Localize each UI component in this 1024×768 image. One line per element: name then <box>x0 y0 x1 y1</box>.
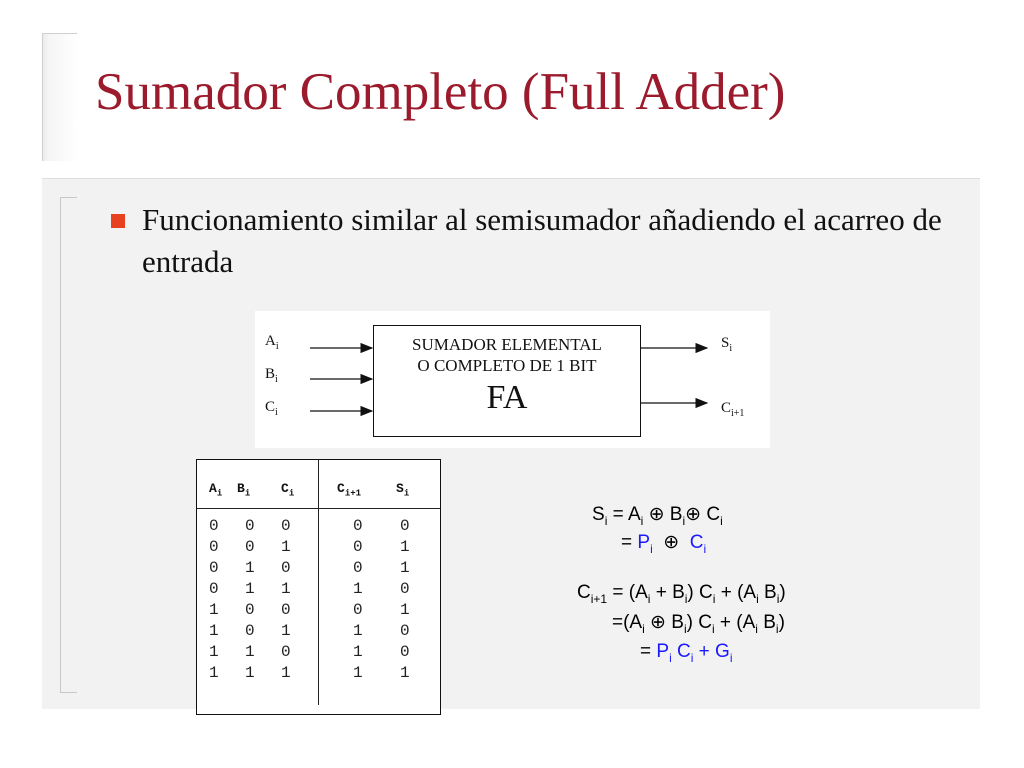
output-label-s: Si <box>721 335 733 354</box>
carry-equation-line-3: = Pi Ci + Gi <box>640 641 733 665</box>
table-cell: 0 <box>245 622 255 640</box>
table-cell: 0 <box>353 538 363 556</box>
table-cell: 1 <box>281 622 291 640</box>
box-title-line-2: O COMPLETO DE 1 BIT <box>417 356 597 375</box>
full-adder-diagram: Ai Bi Ci SUMADOR ELEMENTAL O COMPLETO DE… <box>255 311 770 448</box>
bullet-square-icon <box>111 214 125 228</box>
table-row: 1 0 1 1 0 <box>197 622 440 642</box>
table-cell: 1 <box>353 622 363 640</box>
table-cell: 0 <box>400 643 410 661</box>
bullet-text: Funcionamiento similar al semisumador añ… <box>142 202 942 279</box>
table-cell: 0 <box>209 538 219 556</box>
table-cell: 1 <box>353 643 363 661</box>
table-cell: 0 <box>281 643 291 661</box>
header-a: Ai <box>209 481 223 499</box>
table-cell: 1 <box>353 664 363 682</box>
header-c: Ci <box>281 481 295 499</box>
diagram-arrows <box>310 342 709 417</box>
table-divider-vertical <box>318 460 319 705</box>
table-cell: 0 <box>209 580 219 598</box>
carry-equation-line-1: Ci+1 = (Ai + Bi) Ci + (Ai Bi) <box>577 582 786 606</box>
table-cell: 1 <box>245 664 255 682</box>
table-cell: 1 <box>400 559 410 577</box>
table-cell: 0 <box>281 559 291 577</box>
table-cell: 1 <box>281 538 291 556</box>
table-cell: 1 <box>245 643 255 661</box>
full-adder-box: SUMADOR ELEMENTAL O COMPLETO DE 1 BIT FA <box>373 325 641 437</box>
table-cell: 0 <box>400 517 410 535</box>
table-cell: 1 <box>400 664 410 682</box>
table-cell: 0 <box>353 601 363 619</box>
header-sum: Si <box>396 481 410 499</box>
title-decoration <box>42 33 77 161</box>
table-row: 0 0 1 0 1 <box>197 538 440 558</box>
table-cell: 0 <box>245 538 255 556</box>
table-row: 1 1 0 1 0 <box>197 643 440 663</box>
table-cell: 1 <box>353 580 363 598</box>
table-cell: 1 <box>281 664 291 682</box>
box-title-line-1: SUMADOR ELEMENTAL <box>412 335 602 354</box>
table-cell: 1 <box>281 580 291 598</box>
table-cell: 1 <box>209 601 219 619</box>
table-row: 1 0 0 0 1 <box>197 601 440 621</box>
table-cell: 0 <box>400 622 410 640</box>
table-cell: 0 <box>209 517 219 535</box>
table-divider-horizontal <box>197 508 440 509</box>
carry-equation-line-2: =(Ai ⊕ Bi) Ci + (Ai Bi) <box>612 612 785 636</box>
table-cell: 1 <box>245 580 255 598</box>
table-cell: 1 <box>400 538 410 556</box>
table-row: 0 1 1 1 0 <box>197 580 440 600</box>
header-b: Bi <box>237 481 251 499</box>
output-label-carry: Ci+1 <box>721 400 745 419</box>
input-label-c: Ci <box>265 399 278 418</box>
table-cell: 0 <box>281 517 291 535</box>
table-cell: 1 <box>245 559 255 577</box>
sum-equation-line-1: Si = Ai ⊕ Bi⊕ Ci <box>592 504 723 528</box>
table-cell: 1 <box>209 664 219 682</box>
table-row: 1 1 1 1 1 <box>197 664 440 684</box>
table-cell: 0 <box>353 517 363 535</box>
sum-equation-line-2: = Pi ⊕ Ci <box>621 532 707 556</box>
truth-table: Ai Bi Ci Ci+1 Si 0 0 0 0 0 0 0 1 0 1 0 1… <box>196 459 441 715</box>
input-label-a: Ai <box>265 333 279 352</box>
slide-title: Sumador Completo (Full Adder) <box>95 63 786 121</box>
table-cell: 1 <box>209 643 219 661</box>
box-fa-label: FA <box>486 379 528 416</box>
header-carry-out: Ci+1 <box>337 481 362 499</box>
table-cell: 0 <box>245 517 255 535</box>
table-cell: 0 <box>400 580 410 598</box>
table-cell: 0 <box>281 601 291 619</box>
table-cell: 0 <box>209 559 219 577</box>
table-row: 0 1 0 0 1 <box>197 559 440 579</box>
table-cell: 0 <box>245 601 255 619</box>
input-label-b: Bi <box>265 366 278 385</box>
table-row: 0 0 0 0 0 <box>197 517 440 537</box>
table-cell: 1 <box>209 622 219 640</box>
panel-bracket-decoration <box>60 197 77 693</box>
table-cell: 0 <box>353 559 363 577</box>
table-cell: 1 <box>400 601 410 619</box>
